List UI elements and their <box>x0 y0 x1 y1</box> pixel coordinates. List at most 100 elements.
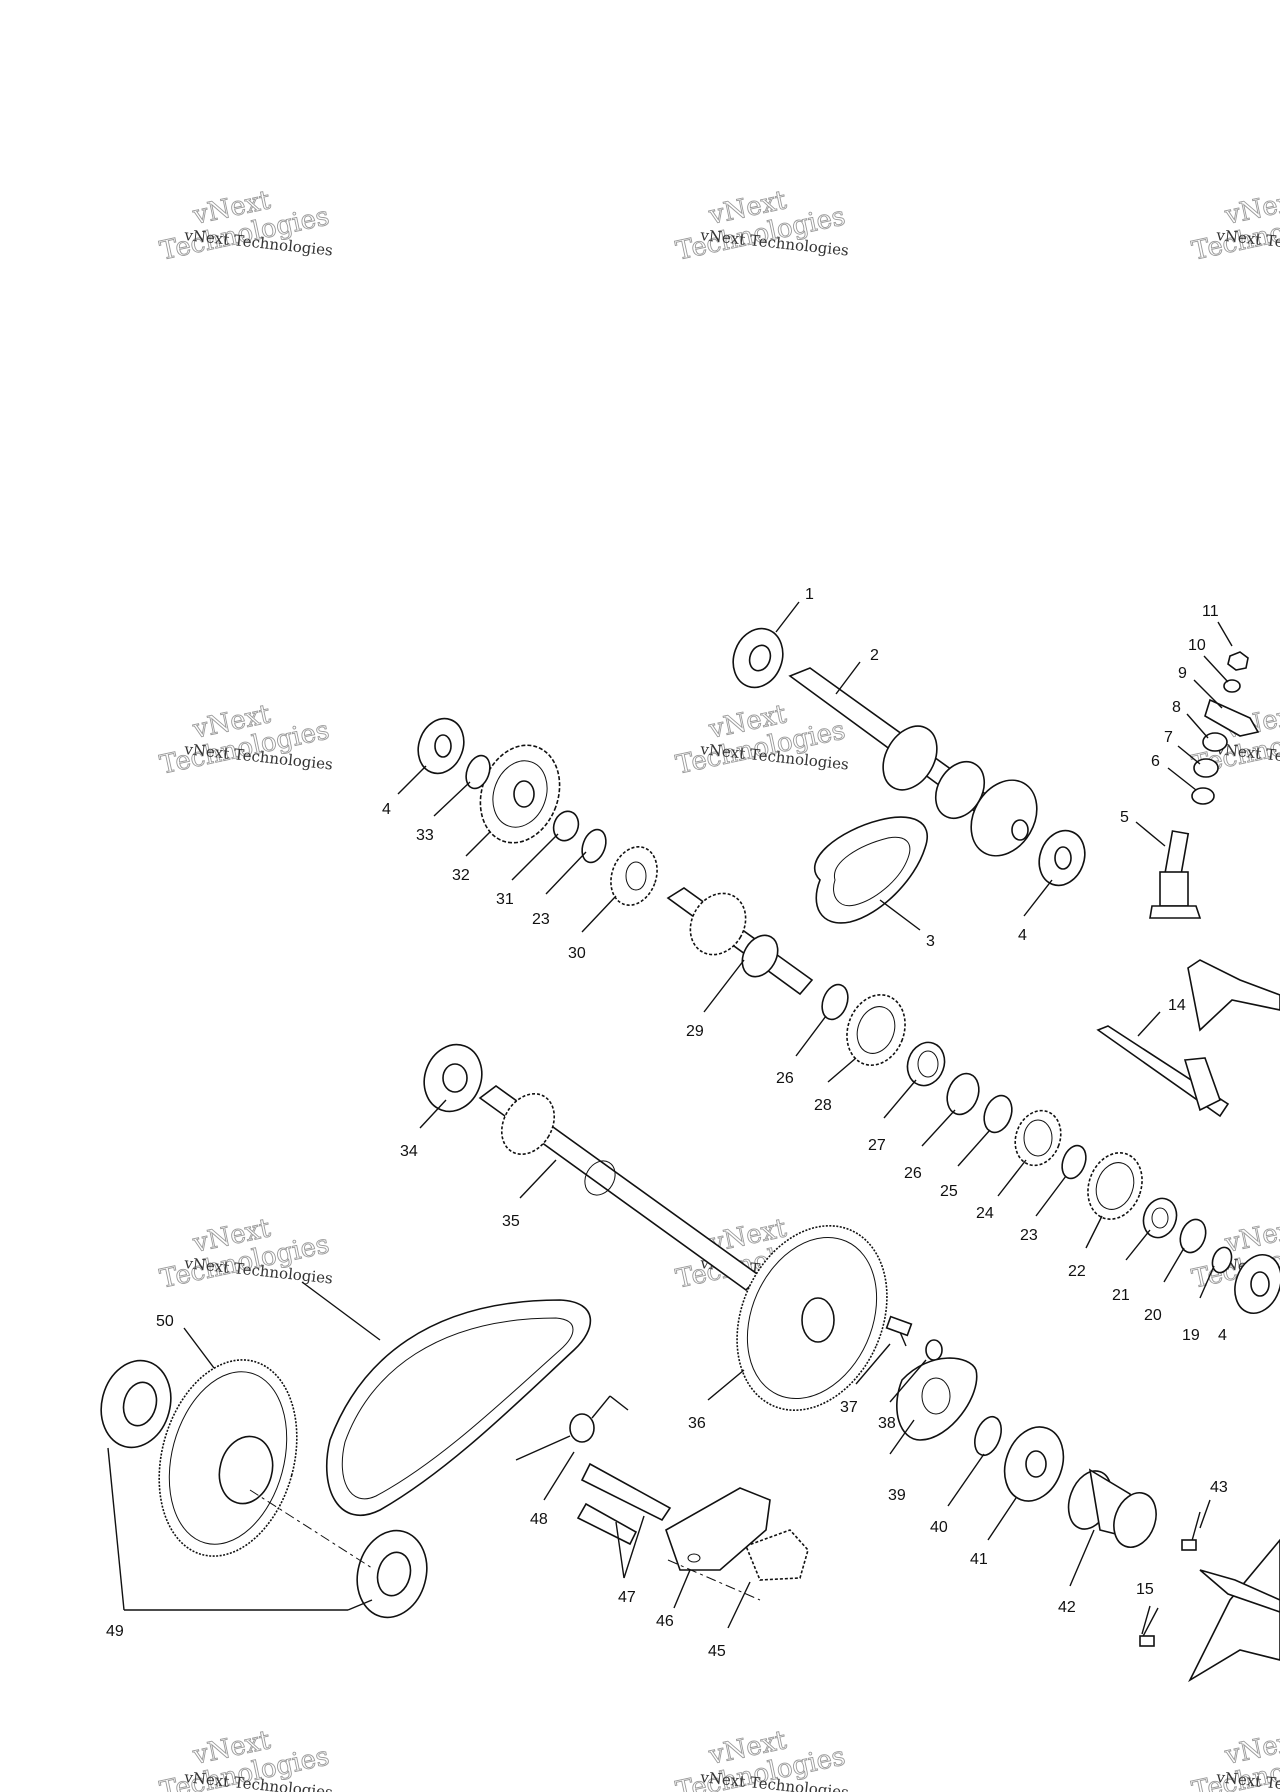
callout-25: 25 <box>940 1183 958 1200</box>
part-10-washer <box>1223 679 1241 693</box>
callout-27: 27 <box>868 1137 886 1154</box>
callout-30: 30 <box>568 945 586 962</box>
part-22-gear <box>1087 1152 1143 1220</box>
callout-35: 35 <box>502 1213 520 1230</box>
part-34-bearing <box>423 1043 483 1113</box>
part-30-gear <box>610 846 658 906</box>
callout-31: 31 <box>496 891 514 908</box>
callout-49: 49 <box>106 1623 124 1640</box>
watermark-r1c3: vNext Technologies <box>1189 185 1280 267</box>
callout-2: 2 <box>870 647 879 664</box>
leader-lines <box>107 601 1233 1635</box>
part-40-ring <box>974 1415 1002 1457</box>
part-46-shift-arm <box>665 1487 771 1571</box>
part-24-gear <box>1014 1109 1062 1167</box>
part-37-bolt <box>885 1315 913 1347</box>
callout-21: 21 <box>1112 1287 1130 1304</box>
part-11-nut <box>1227 651 1249 671</box>
callout-19: 19 <box>1182 1327 1200 1344</box>
part-5-shift-shaft <box>1149 830 1202 919</box>
callout-26-left: 26 <box>776 1070 794 1087</box>
callout-labels: 1 2 3 4 4 4 5 6 7 8 9 10 11 14 15 19 20 … <box>106 586 1228 1660</box>
part-23-washer-left <box>581 828 607 864</box>
callout-14: 14 <box>1168 997 1186 1014</box>
part-48-spring <box>515 1395 629 1461</box>
callout-9: 9 <box>1178 665 1187 682</box>
callout-46: 46 <box>656 1613 674 1630</box>
callout-3: 3 <box>926 933 935 950</box>
callout-40: 40 <box>930 1519 948 1536</box>
centerline <box>249 1489 761 1601</box>
part-21-bushing <box>1142 1197 1178 1239</box>
part-27-bushing <box>906 1041 946 1087</box>
part-25-ring <box>983 1094 1013 1134</box>
callout-4-upper: 4 <box>1018 927 1027 944</box>
part-bracket-lower-right <box>1188 1538 1280 1683</box>
part-2-shaft <box>788 667 1038 857</box>
callout-24: 24 <box>976 1205 994 1222</box>
part-23-washer-right <box>1061 1144 1087 1180</box>
callout-20: 20 <box>1144 1307 1162 1324</box>
callout-4-left: 4 <box>382 801 391 818</box>
part-49-bearing-top <box>100 1359 172 1449</box>
part-15-bolt <box>1139 1607 1159 1647</box>
callout-28: 28 <box>814 1097 832 1114</box>
callout-36: 36 <box>688 1415 706 1432</box>
part-4-bearing-lower <box>1234 1254 1280 1314</box>
callout-45: 45 <box>708 1643 726 1660</box>
callout-6: 6 <box>1151 753 1160 770</box>
part-31-bushing <box>552 810 580 842</box>
callout-1: 1 <box>805 586 814 603</box>
part-38-washer <box>925 1339 943 1361</box>
callout-41: 41 <box>970 1551 988 1568</box>
callout-37: 37 <box>840 1399 858 1416</box>
part-28-gear <box>846 994 906 1066</box>
part-50-large-gear <box>158 1359 298 1557</box>
part-26-ring-left <box>821 983 849 1021</box>
part-1-bearing <box>732 627 784 689</box>
callout-34: 34 <box>400 1143 418 1160</box>
callout-11: 11 <box>1202 603 1219 620</box>
callout-48: 48 <box>530 1511 548 1528</box>
part-8-spring <box>1202 732 1228 752</box>
part-33-washer <box>465 754 491 790</box>
part-29-mainshaft <box>666 887 814 996</box>
callout-50: 50 <box>156 1313 174 1330</box>
part-47-pin-a <box>580 1462 672 1522</box>
parts <box>100 627 1280 1683</box>
callout-10: 10 <box>1188 637 1206 654</box>
callout-22: 22 <box>1068 1263 1086 1280</box>
part-4-bearing-left <box>417 717 465 775</box>
callout-8: 8 <box>1172 699 1181 716</box>
part-36-large-gear <box>736 1224 888 1412</box>
callout-38: 38 <box>878 1415 896 1432</box>
callout-15: 15 <box>1136 1581 1154 1598</box>
part-43-bolt <box>1181 1511 1201 1551</box>
part-41-bearing <box>1003 1426 1065 1502</box>
callout-42: 42 <box>1058 1599 1076 1616</box>
part-26-ring <box>946 1072 980 1116</box>
callout-47: 47 <box>618 1589 636 1606</box>
callout-32: 32 <box>452 867 470 884</box>
part-35-output-shaft <box>478 1085 762 1292</box>
part-42-hub <box>1067 1468 1157 1548</box>
part-4-bearing-upper <box>1038 829 1086 887</box>
callout-7: 7 <box>1164 729 1173 746</box>
callout-26-right: 26 <box>904 1165 922 1182</box>
part-6-washer <box>1191 787 1215 805</box>
part-49-bearing-bottom <box>356 1529 428 1619</box>
part-39-plate <box>896 1357 978 1441</box>
callout-43: 43 <box>1210 1479 1228 1496</box>
callout-23-left: 23 <box>532 911 550 928</box>
part-45-gear-segment <box>744 1529 809 1581</box>
part-47-pin-b <box>576 1502 638 1546</box>
part-9-arm <box>1204 698 1260 737</box>
callout-33: 33 <box>416 827 434 844</box>
callout-29: 29 <box>686 1023 704 1040</box>
callout-4-lower: 4 <box>1218 1327 1227 1344</box>
callout-5: 5 <box>1120 809 1129 826</box>
part-19-washer <box>1211 1246 1233 1274</box>
callout-23-right: 23 <box>1020 1227 1038 1244</box>
part-drive-belt <box>325 1299 592 1517</box>
